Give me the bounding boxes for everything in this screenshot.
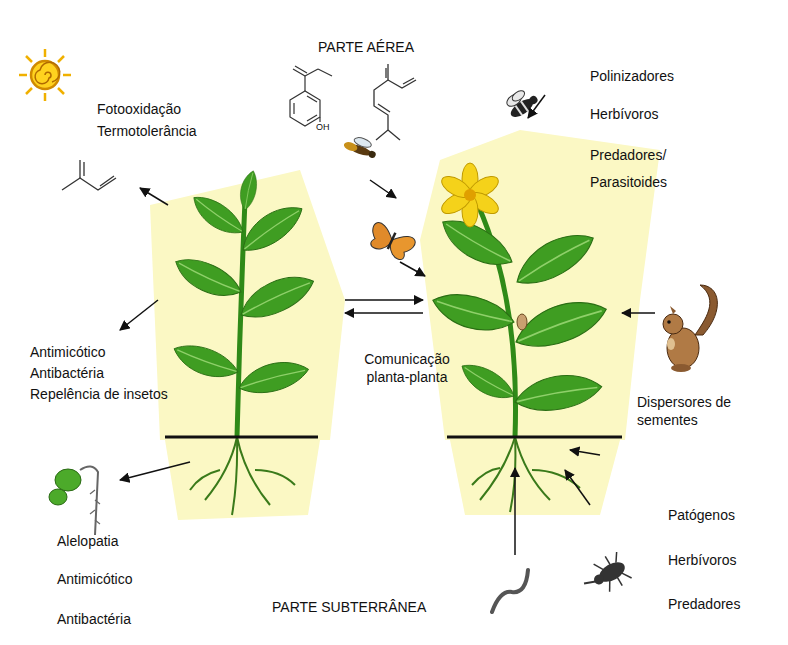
effect-label: Termotolerância — [97, 122, 197, 140]
interaction-label: Patógenos — [668, 506, 735, 524]
effect-label: Antibactéria — [57, 610, 131, 628]
interaction-label: Herbívoros — [668, 551, 736, 569]
interaction-label: Herbívoros — [590, 105, 658, 123]
interaction-label: Dispersores de sementes — [637, 393, 762, 429]
chemical-group: OH — [316, 122, 330, 133]
effect-label: Antimicótico — [30, 343, 105, 361]
communication-label: Comunicação planta-planta — [357, 350, 457, 386]
effect-label: Alelopatia — [57, 532, 119, 550]
effect-label: Antibactéria — [30, 364, 104, 382]
interaction-label: Predadores — [668, 595, 740, 613]
interaction-label: Predadores/ Parasitoides — [590, 142, 700, 196]
effect-label: Repelência de insetos — [30, 385, 168, 403]
interaction-label: Polinizadores — [590, 67, 674, 85]
section-heading: PARTE AÉREA — [318, 38, 414, 56]
section-heading: PARTE SUBTERRÂNEA — [272, 598, 426, 616]
effect-label: Fotooxidação — [97, 100, 181, 118]
effect-label: Antimicótico — [57, 570, 132, 588]
